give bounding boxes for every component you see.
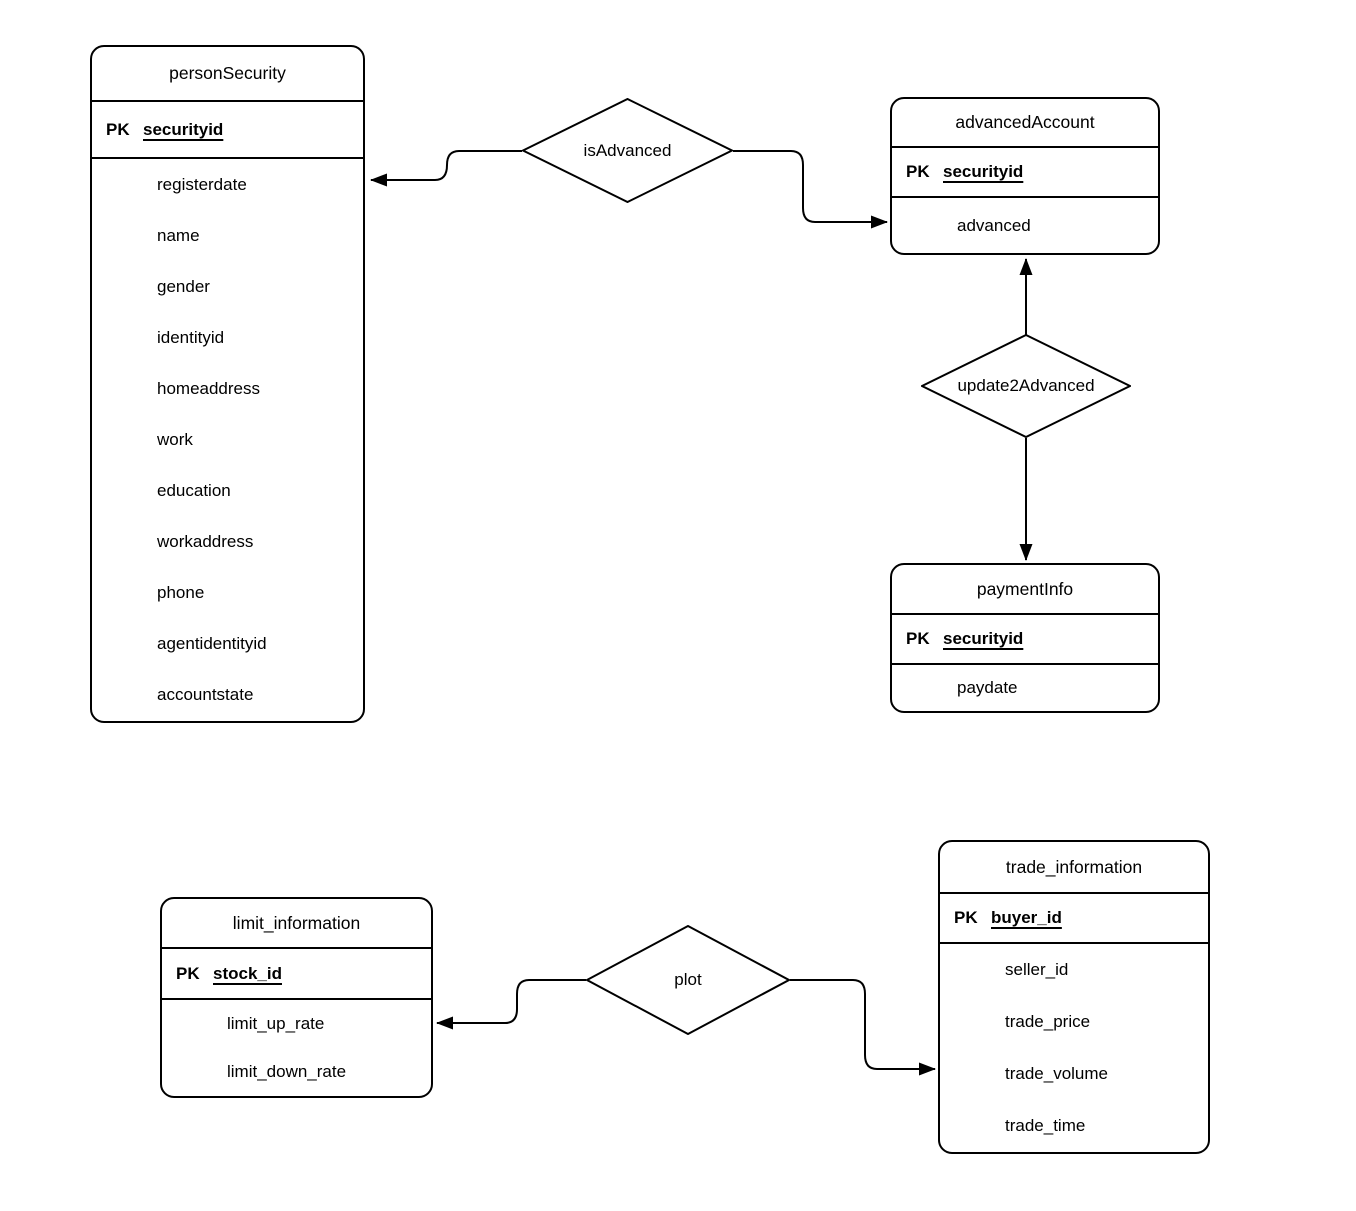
attribute-row: trade_time <box>1005 1116 1086 1135</box>
entity-paymentinfo[interactable]: paymentInfo PK securityid paydate <box>890 563 1160 713</box>
connector-plot-to-tradeinformation[interactable] <box>790 979 936 1076</box>
attribute-row: work <box>157 430 193 450</box>
entity-limit-information[interactable]: limit_information PK stock_id limit_up_r… <box>160 897 433 1098</box>
diamond-shape <box>586 925 790 1035</box>
attribute-row: accountstate <box>157 685 254 705</box>
attribute-row: name <box>157 225 200 245</box>
attribute-row: trade_volume <box>1005 1064 1109 1083</box>
pk-field: securityid <box>943 162 1024 181</box>
pk-label: PK <box>106 119 130 139</box>
attribute-row: agentidentityid <box>157 634 267 654</box>
pk-field: buyer_id <box>991 908 1062 927</box>
entity-title: personSecurity <box>92 47 363 102</box>
attribute-row: trade_price <box>1005 1012 1091 1031</box>
attribute-row: education <box>157 481 231 501</box>
attribute-list: paydate <box>892 665 1158 711</box>
pk-label: PK <box>906 162 930 181</box>
relationship-label: isAdvanced <box>583 140 672 160</box>
attribute-row: seller_id <box>1005 960 1069 979</box>
attribute-row: limit_up_rate <box>227 1014 325 1033</box>
diamond-shape <box>921 334 1131 438</box>
pk-row: PK stock_id <box>162 949 431 1000</box>
attribute-list: advanced <box>892 198 1158 253</box>
attribute-list: seller_id trade_price trade_volume trade… <box>940 944 1208 1152</box>
relationship-label: update2Advanced <box>957 376 1095 395</box>
diamond-shape <box>522 98 733 203</box>
entity-title: advancedAccount <box>892 99 1158 148</box>
entity-personsecurity[interactable]: personSecurity PK securityid registerdat… <box>90 45 365 723</box>
pk-row: PK securityid <box>92 102 363 159</box>
pk-row: PK securityid <box>892 615 1158 665</box>
pk-field: securityid <box>143 119 224 139</box>
relationship-label: plot <box>674 970 702 989</box>
attribute-row: phone <box>157 583 205 603</box>
attribute-list: registerdate name gender identityid home… <box>92 159 363 721</box>
entity-title: trade_information <box>940 842 1208 894</box>
pk-field: stock_id <box>213 963 282 983</box>
attribute-row: gender <box>157 276 210 296</box>
relationship-isadvanced[interactable]: isAdvanced <box>522 98 733 203</box>
attribute-row: identityid <box>157 327 225 347</box>
pk-label: PK <box>176 963 200 983</box>
attribute-row: homeaddress <box>157 378 261 398</box>
attribute-row: workaddress <box>157 532 254 552</box>
pk-label: PK <box>954 908 978 927</box>
entity-trade-information[interactable]: trade_information PK buyer_id seller_id … <box>938 840 1210 1154</box>
relationship-update2advanced[interactable]: update2Advanced <box>921 334 1131 438</box>
attribute-row: paydate <box>957 678 1018 697</box>
attribute-row: registerdate <box>157 174 247 194</box>
pk-label: PK <box>906 629 930 648</box>
attribute-list: limit_up_rate limit_down_rate <box>162 1000 431 1096</box>
entity-title: paymentInfo <box>892 565 1158 615</box>
connector-plot-to-limitinformation[interactable] <box>436 979 586 1030</box>
connector-isadvanced-to-advancedaccount[interactable] <box>733 150 888 229</box>
pk-row: PK buyer_id <box>940 894 1208 944</box>
connector-isadvanced-to-personsecurity[interactable] <box>370 150 522 187</box>
attribute-row: advanced <box>957 215 1031 235</box>
pk-field: securityid <box>943 629 1024 648</box>
relationship-plot[interactable]: plot <box>586 925 790 1035</box>
entity-advancedaccount[interactable]: advancedAccount PK securityid advanced <box>890 97 1160 255</box>
attribute-row: limit_down_rate <box>227 1062 347 1081</box>
entity-title: limit_information <box>162 899 431 949</box>
pk-row: PK securityid <box>892 148 1158 198</box>
